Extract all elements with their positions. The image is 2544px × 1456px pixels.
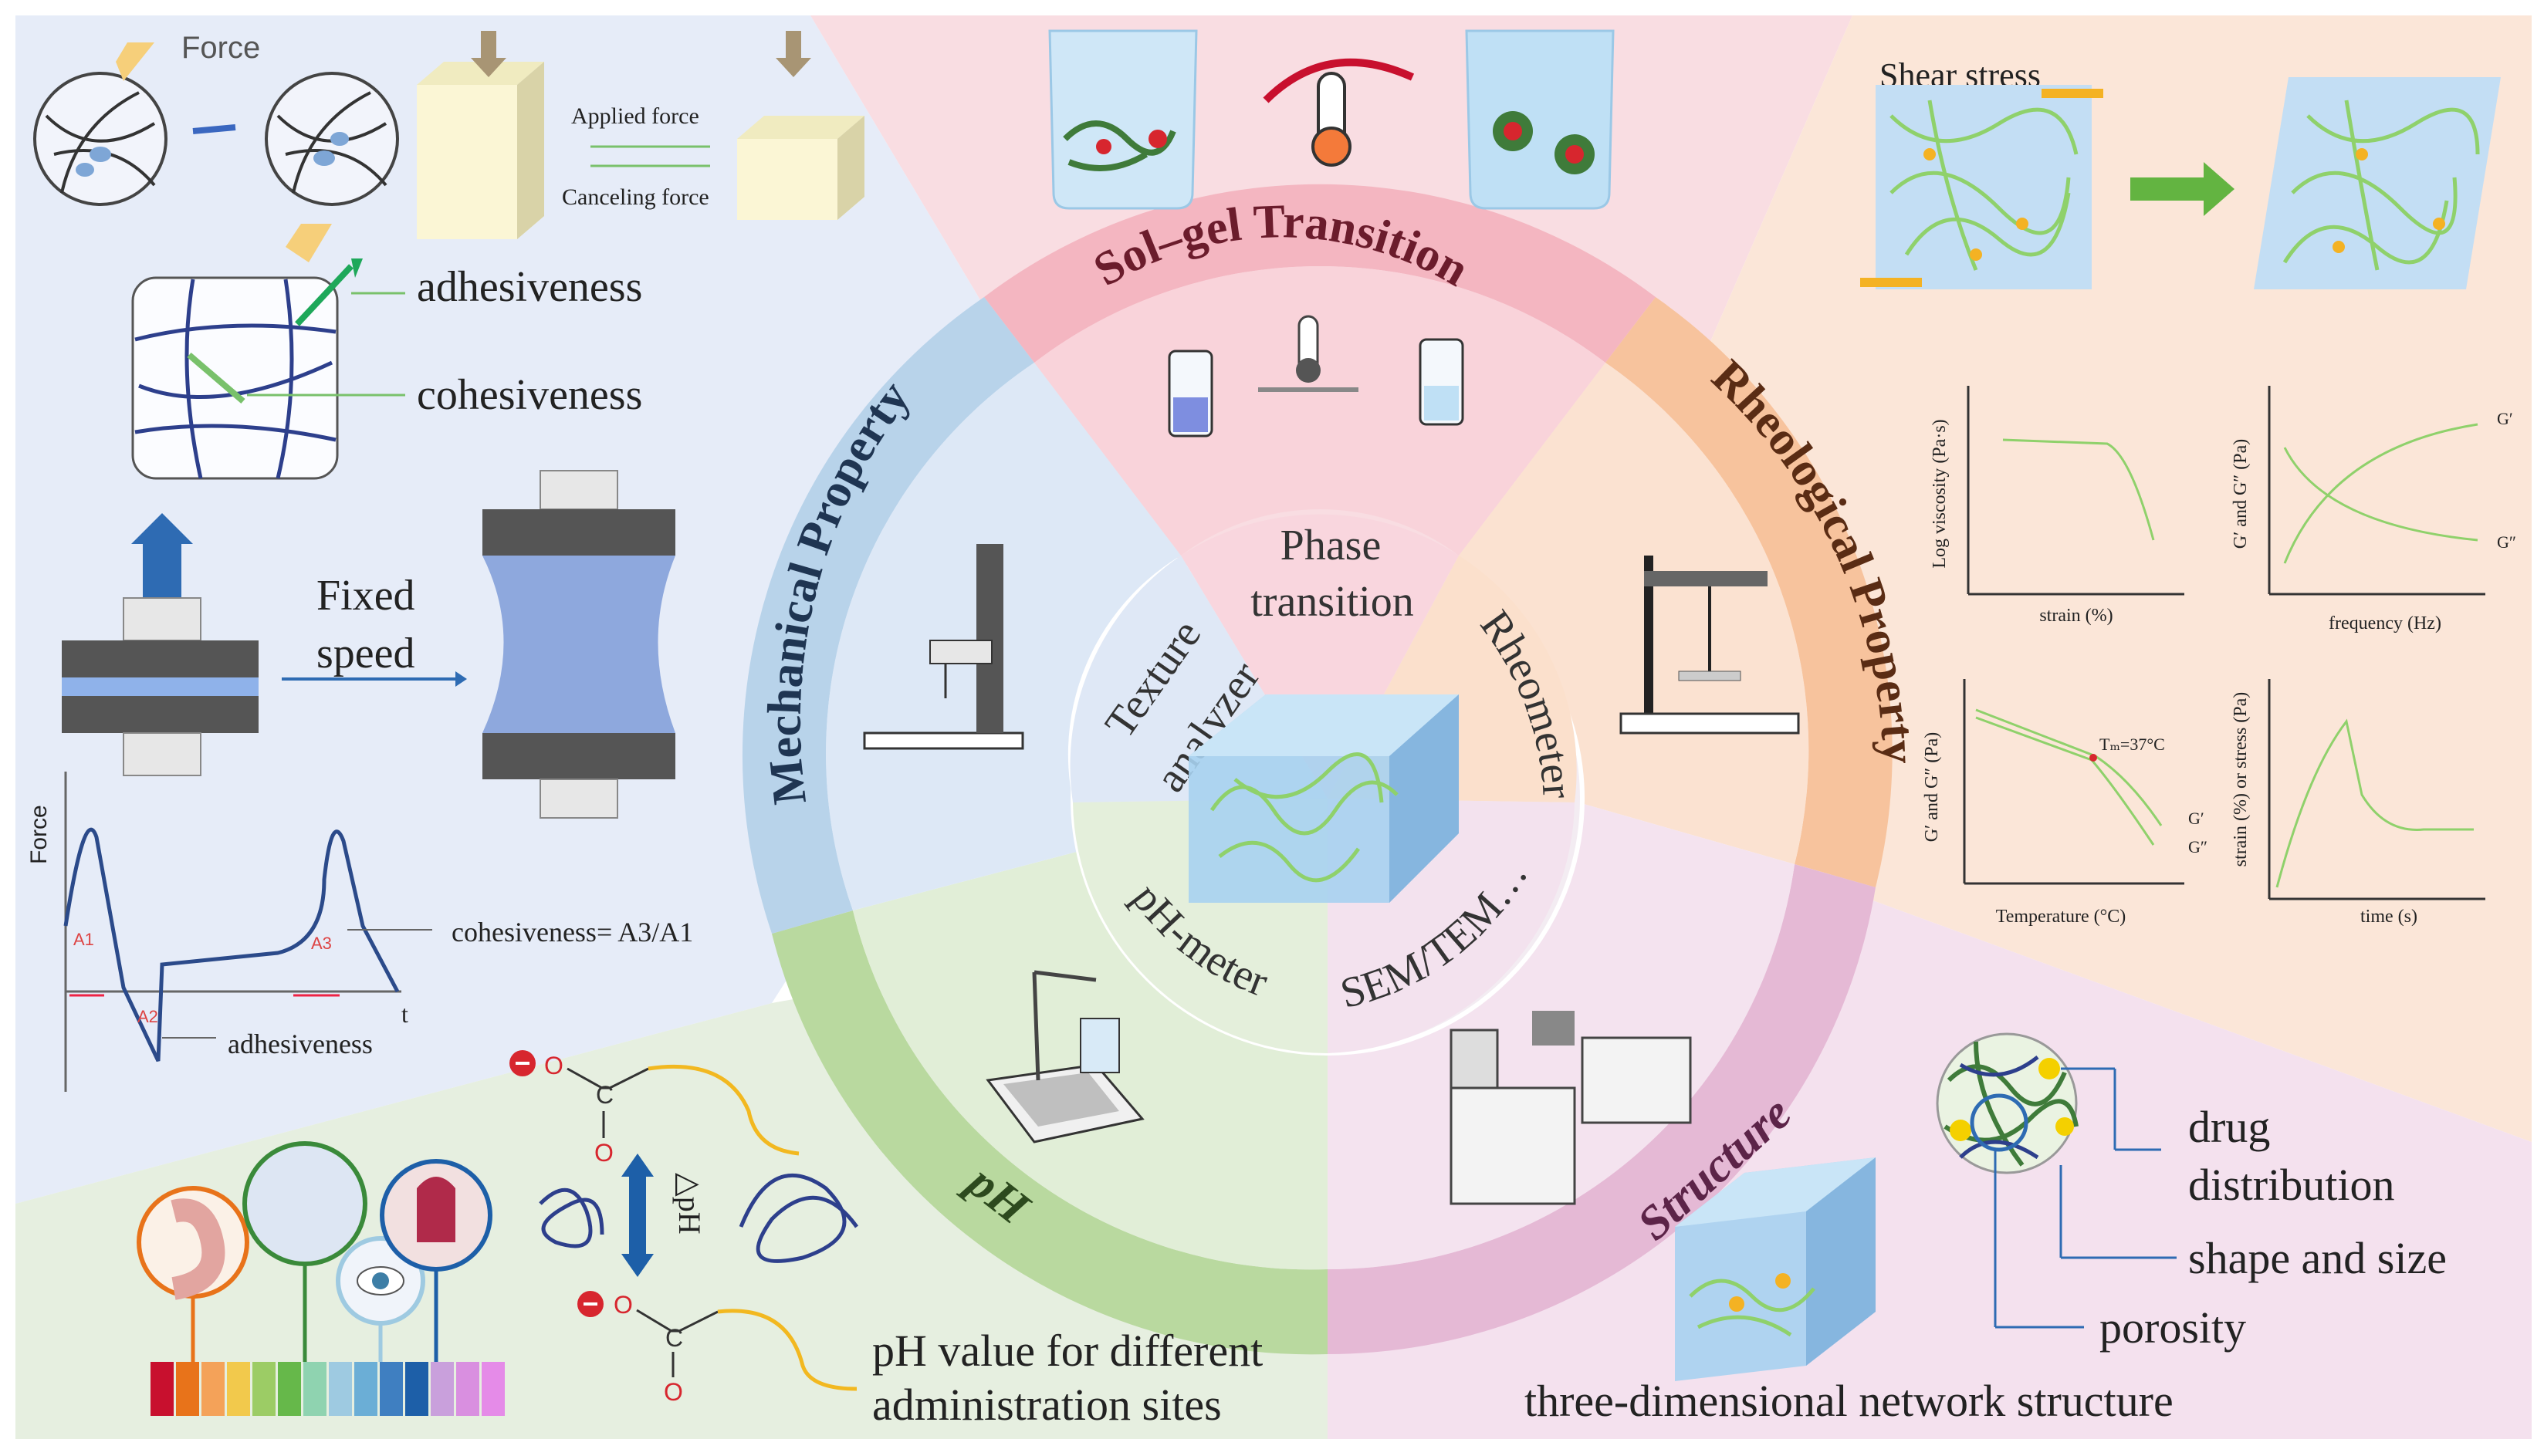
ph-scale-swatch — [482, 1362, 505, 1416]
ph-scale-swatch — [151, 1362, 174, 1416]
ph-scale-swatch — [176, 1362, 199, 1416]
middle-ring — [826, 265, 1809, 1270]
phase-transition-line2: transition — [1250, 578, 1414, 626]
rheology-illustrations: Shear stress Log viscosity (Pa·s) strain… — [1619, 56, 2516, 927]
force-arrow-icon — [116, 42, 154, 81]
rheo1-xlabel: strain (%) — [2039, 606, 2113, 626]
adhesiveness-label: adhesiveness — [417, 263, 642, 311]
rheo3-annotation: Tₘ=37°C — [2099, 735, 2165, 754]
porosity-label: porosity — [2099, 1302, 2246, 1353]
texture-analyzer-instrument — [863, 544, 1024, 750]
force-curve — [63, 827, 400, 1062]
structure-illustrations: drug distribution shape and size porosit… — [1524, 1032, 2447, 1426]
rheo3-xlabel: Temperature (°C) — [1996, 907, 2126, 927]
svg-text:O: O — [614, 1291, 633, 1319]
rheo4-xlabel: time (s) — [2360, 907, 2417, 927]
ph-scale-swatch — [303, 1362, 326, 1416]
area-a3-label: A3 — [311, 934, 332, 953]
gel-after-shear — [2254, 77, 2501, 289]
ph-color-scale — [151, 1362, 505, 1416]
ph-scale-swatch — [329, 1362, 352, 1416]
solgel-sector — [1034, 265, 1605, 556]
svg-text:C: C — [665, 1324, 683, 1352]
svg-text:O: O — [594, 1139, 614, 1167]
ph-scale-swatch — [252, 1362, 276, 1416]
rheo-chart-viscosity: Log viscosity (Pa·s) strain (%) — [1930, 386, 2184, 626]
solgel-illustrations — [1048, 29, 1615, 437]
vial-gel — [1424, 386, 1459, 421]
head-icon — [242, 1141, 367, 1266]
ph-band — [772, 910, 1328, 1355]
solgel-band — [984, 184, 1656, 363]
ph-caption-line1: pH value for different — [872, 1326, 1263, 1376]
force-plot-adhesiveness: adhesiveness — [228, 1029, 373, 1059]
applied-force-label: Applied force — [571, 103, 699, 129]
center-hydrogel-block — [1189, 694, 1459, 903]
ph-scale-swatch — [201, 1362, 225, 1416]
mechanical-band — [742, 297, 1034, 934]
rheo-chart-time: strain (%) or stress (Pa) time (s) — [2231, 679, 2485, 927]
network-square — [131, 276, 339, 480]
area-a2-label: A2 — [137, 1007, 158, 1026]
force-label: Force — [181, 31, 260, 65]
rheo2-ylabel: G′ and G″ (Pa) — [2231, 439, 2251, 549]
ph-illustrations: O C O △pH O C O pH value for different a… — [137, 1050, 1263, 1430]
delta-ph-label: △pH — [672, 1173, 707, 1235]
cohesiveness-formula: cohesiveness= A3/A1 — [452, 917, 693, 948]
canceling-force-label: Canceling force — [562, 184, 709, 210]
svg-text:O: O — [664, 1378, 683, 1406]
cohesiveness-label: cohesiveness — [417, 371, 642, 419]
fixed-speed-line2: speed — [316, 630, 415, 677]
ph-meter-instrument — [986, 970, 1145, 1144]
phase-transition-line1: Phase — [1280, 522, 1382, 569]
outer-ring — [742, 184, 1893, 1355]
ph-caption-line2: administration sites — [872, 1380, 1222, 1430]
ph-scale-swatch — [354, 1362, 377, 1416]
force-plot-ylabel: Force — [26, 805, 52, 864]
drug-distribution-line1: drug — [2188, 1102, 2270, 1152]
beaker-gel — [1465, 29, 1615, 210]
rheo3-g1: G′ — [2188, 809, 2204, 828]
rheo-chart-temperature: Tₘ=37°C G′ G″ G′ and G″ (Pa) Temperature… — [1922, 679, 2207, 927]
ph-scale-swatch — [456, 1362, 479, 1416]
mechanical-sector — [826, 363, 1181, 910]
mechanical-illustrations: Force Applied force Canceling force adhe… — [26, 31, 864, 1092]
ph-scale-swatch — [227, 1362, 250, 1416]
ph-scale-swatch — [380, 1362, 403, 1416]
rheo3-ylabel: G′ and G″ (Pa) — [1922, 732, 1942, 843]
sem-tem-instrument — [1450, 1011, 1692, 1205]
rheo2-g2: G″ — [2497, 532, 2516, 552]
rheo2-g1: G′ — [2497, 409, 2513, 428]
rheo-band — [1605, 297, 1893, 887]
structure-band — [1328, 864, 1876, 1354]
beaker-sol — [1048, 29, 1198, 210]
ph-scale-swatch — [405, 1362, 428, 1416]
rheo4-ylabel: strain (%) or stress (Pa) — [2231, 692, 2251, 867]
rheo-chart-frequency: G′ G″ G′ and G″ (Pa) frequency (Hz) — [2231, 386, 2516, 633]
area-a1-label: A1 — [73, 930, 94, 949]
rheo1-ylabel: Log viscosity (Pa·s) — [1930, 419, 1950, 568]
rheo-sector — [1459, 363, 1809, 864]
thermometer-arc — [1263, 58, 1415, 103]
force-plot-t-label: t — [401, 1000, 408, 1028]
structure-caption: three-dimensional network structure — [1524, 1376, 2174, 1426]
ph-scale-swatch — [278, 1362, 301, 1416]
network-circle-before — [33, 72, 167, 206]
ph-scale-swatch — [431, 1362, 454, 1416]
shape-and-size-label: shape and size — [2188, 1233, 2447, 1283]
rheo2-xlabel: frequency (Hz) — [2329, 613, 2441, 633]
rheo3-g2: G″ — [2188, 837, 2207, 856]
svg-text:C: C — [596, 1081, 614, 1109]
inner-top — [1181, 514, 1459, 799]
gel-before-shear — [1876, 85, 2092, 289]
drug-distribution-line2: distribution — [2188, 1160, 2394, 1210]
fixed-speed-line1: Fixed — [316, 572, 415, 620]
svg-text:O: O — [544, 1052, 563, 1079]
